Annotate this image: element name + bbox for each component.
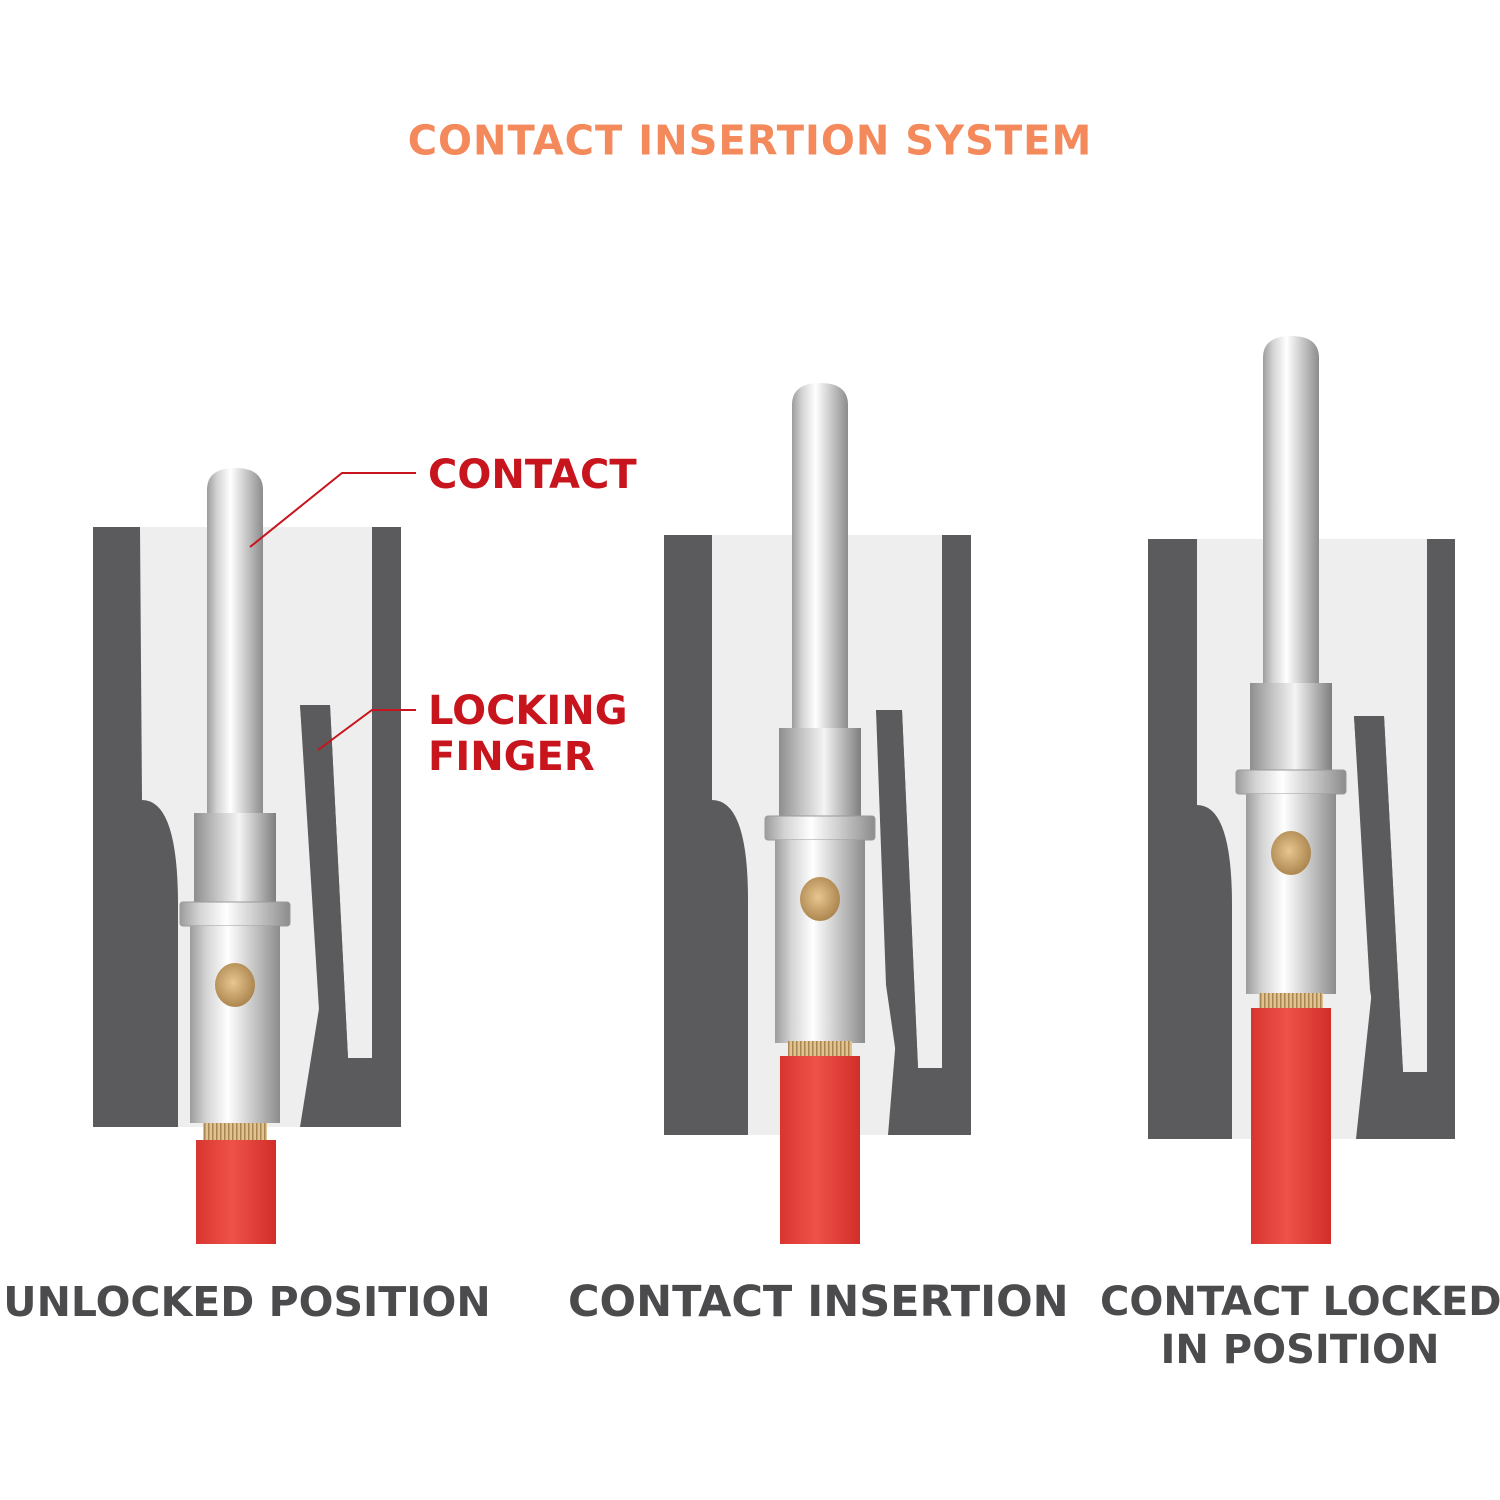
contact-pin — [764, 383, 876, 1057]
contact-leader-line — [249, 472, 416, 548]
locking-finger — [300, 705, 348, 1058]
caption-locked: CONTACT LOCKED IN POSITION — [1100, 1278, 1500, 1374]
wire — [1251, 1008, 1331, 1244]
locking-finger-callout-line2: FINGER — [428, 734, 595, 780]
inspection-hole — [800, 877, 840, 921]
caption-insertion: CONTACT INSERTION — [568, 1277, 1069, 1327]
wire — [780, 1056, 860, 1244]
caption-line1: CONTACT LOCKED — [1100, 1279, 1500, 1325]
panel-locked — [1148, 336, 1455, 1244]
wire-strands — [1259, 993, 1323, 1009]
inspection-hole — [1271, 831, 1311, 875]
inspection-hole — [215, 963, 255, 1007]
locking-finger-callout-line1: LOCKING — [428, 688, 628, 734]
caption-line2: IN POSITION — [1160, 1327, 1440, 1373]
wire-strands — [203, 1123, 267, 1140]
panel-unlocked — [93, 468, 401, 1244]
wire-strands — [788, 1041, 852, 1057]
contact-callout: CONTACT — [428, 452, 637, 498]
wire — [196, 1140, 276, 1244]
panel-insertion — [664, 383, 971, 1244]
caption-line1: CONTACT INSERTION — [568, 1277, 1069, 1327]
contact-pin — [1235, 336, 1347, 1009]
locking-finger-leader-line — [317, 709, 416, 751]
caption-unlocked: UNLOCKED POSITION — [0, 1278, 494, 1326]
caption-line1: UNLOCKED POSITION — [3, 1278, 491, 1326]
locking-finger — [1354, 716, 1403, 1072]
locking-finger-callout: LOCKING FINGER — [428, 688, 628, 780]
locking-finger — [876, 710, 918, 1068]
contact-pin — [179, 468, 291, 1140]
page-title: CONTACT INSERTION SYSTEM — [407, 117, 1093, 165]
